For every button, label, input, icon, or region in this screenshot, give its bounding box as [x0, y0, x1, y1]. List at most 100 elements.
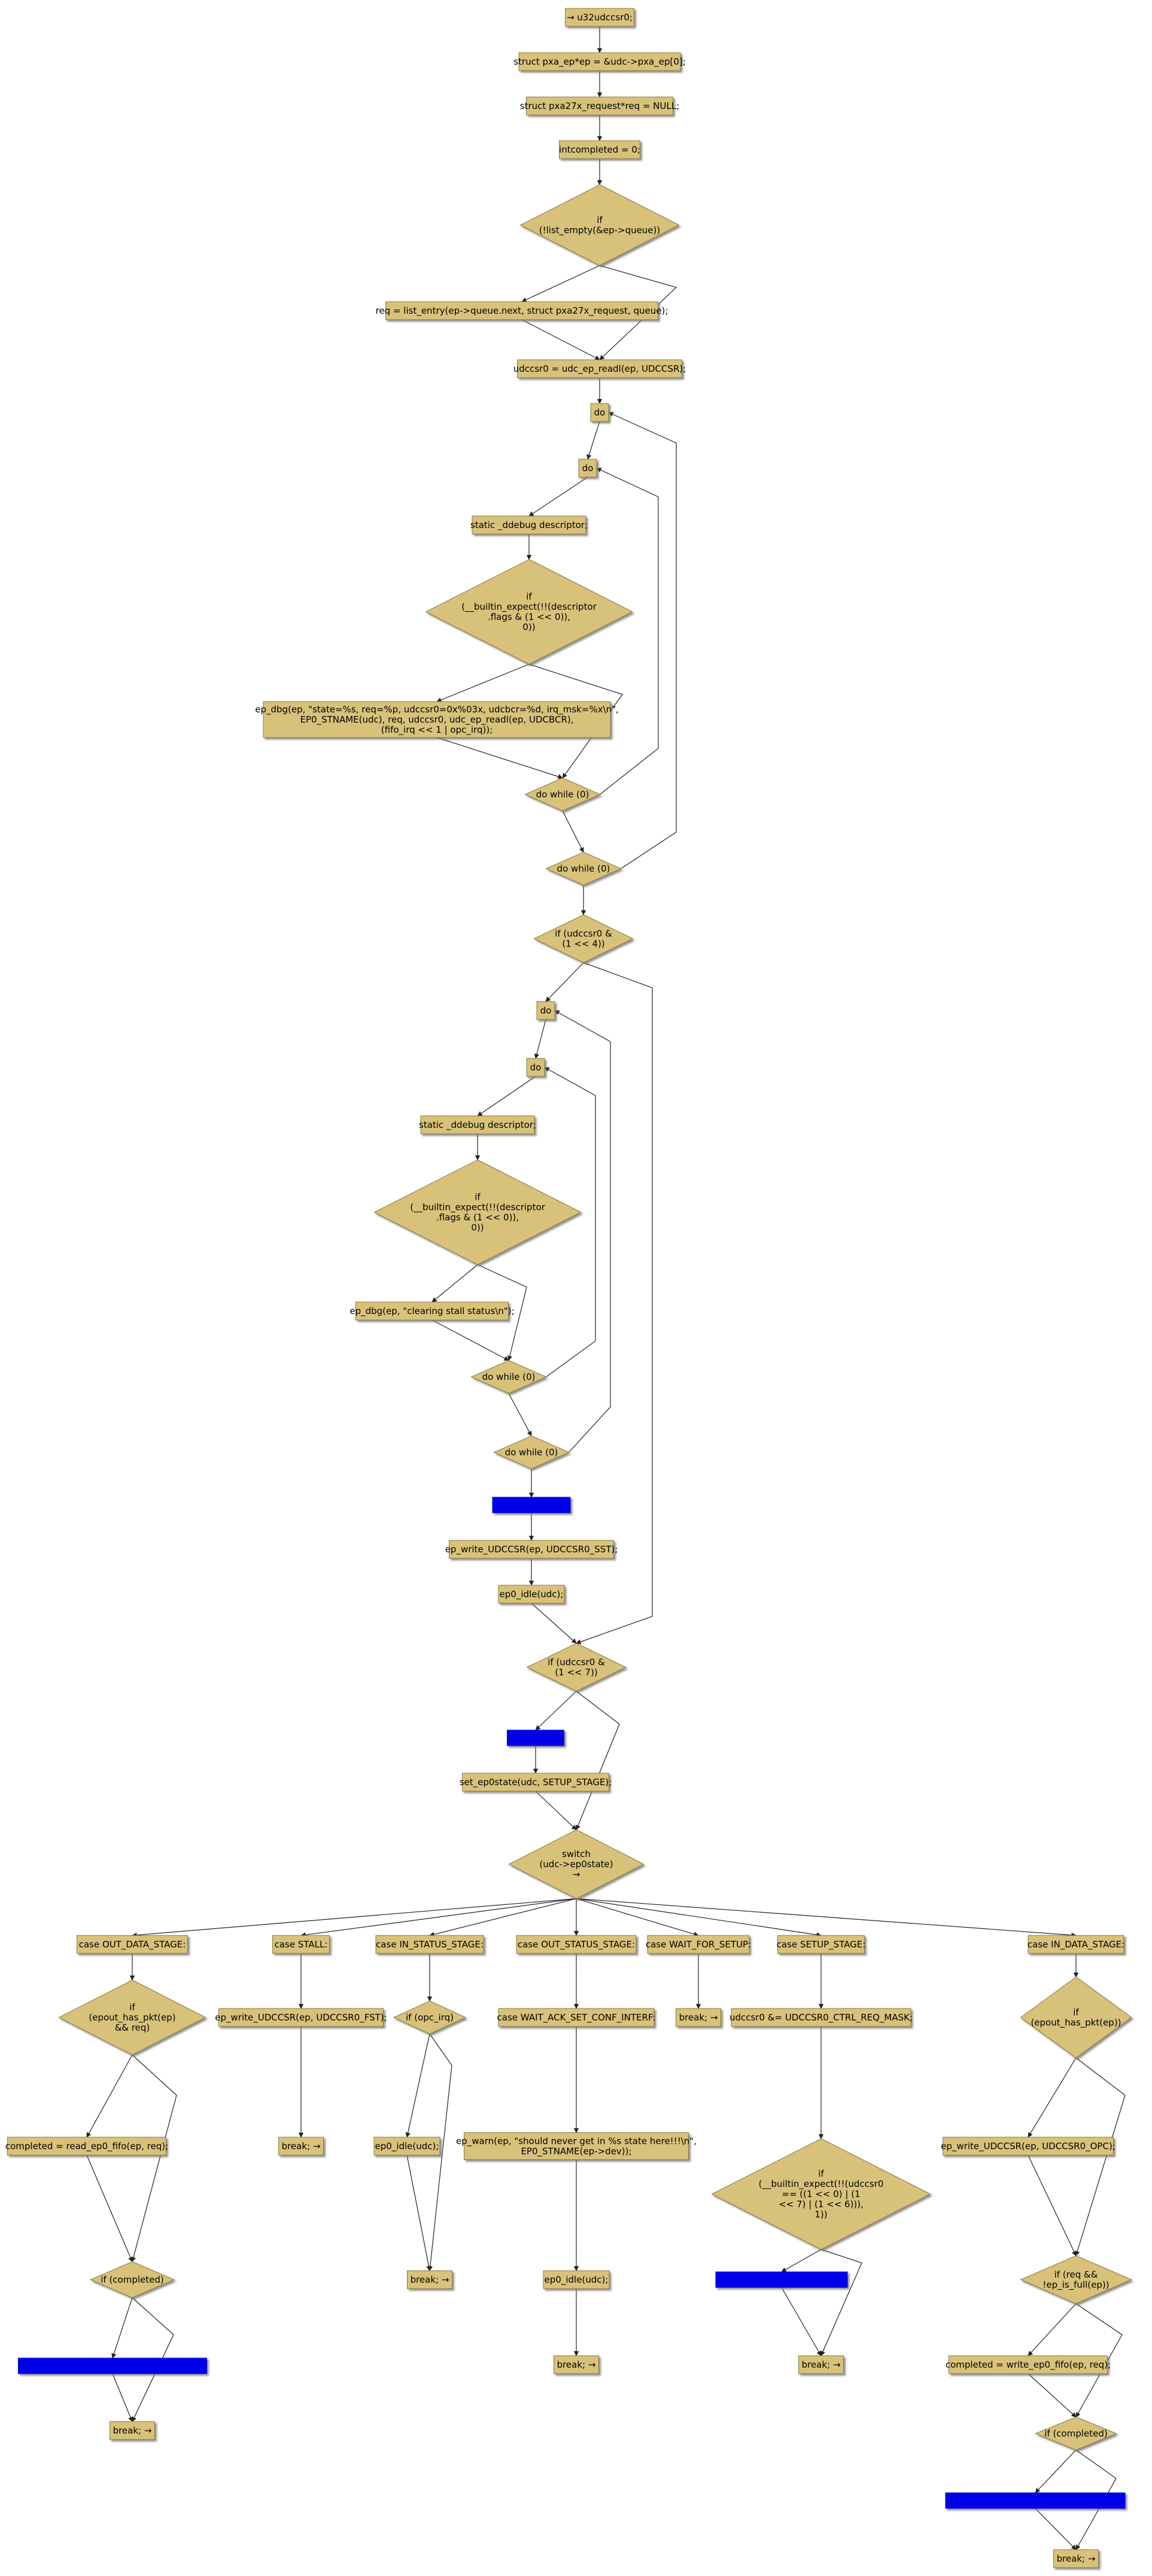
process-shape: [647, 1935, 750, 1954]
node-ep-warn: ep_warn(ep, "should never get in %s stat…: [456, 2132, 697, 2160]
node-label: break; →: [557, 2359, 596, 2370]
edge-if_u7-to-blue2: [535, 1691, 577, 1731]
node-do1: do: [590, 403, 609, 422]
edge-completed_read-to-if_comp1: [86, 2155, 133, 2262]
edge-if_req_full-to-completed_write: [1028, 2303, 1077, 2356]
edge-ep_write_opc-to-if_req_full: [1028, 2155, 1077, 2256]
node-label: case STALL:: [275, 1939, 328, 1950]
node-if-opc: if (opc_irq): [393, 2000, 467, 2035]
node-req: struct pxa27x_request*req = NULL;: [520, 96, 680, 116]
edge-if_empty-to-list_entry: [521, 265, 600, 302]
node-if-builtin3: if(__builtin_expect(!!(udccsr0== ((1 << …: [711, 2138, 931, 2250]
node-label: break; →: [802, 2359, 841, 2370]
process-shape: [218, 2008, 384, 2027]
node-if-epin: if(epout_has_pkt(ep)): [1020, 1976, 1132, 2059]
node-label: →: [573, 1869, 580, 1880]
node-ep0-idle2: ep0_idle(udc);: [373, 2137, 440, 2156]
node-label: case OUT_STATUS_STAGE:: [518, 1939, 635, 1950]
node-label: << 7) | (1 << 6))),: [779, 2199, 864, 2210]
edge-do4-to-static2: [477, 1076, 536, 1116]
node-label: ep_write_UDCCSR(ep, UDCCSR0_OPC);: [941, 2141, 1115, 2152]
edge-switch-to-case_in_status: [429, 1898, 577, 1937]
process-shape: [543, 2270, 610, 2289]
node-list-entry: req = list_entry(ep->queue.next, struct …: [376, 301, 668, 320]
node-dowhile1: do while (0): [524, 777, 601, 812]
node-label: struct pxa27x_request*req = NULL;: [520, 101, 680, 112]
node-blue5: [945, 2492, 1126, 2509]
edge-if_comp1-to-break1: [132, 2297, 174, 2422]
node-label: (1 << 4)): [562, 939, 604, 949]
process-shape: [526, 96, 673, 116]
node-label: 0)): [522, 622, 535, 633]
node-dowhile3: do while (0): [470, 1360, 547, 1394]
node-label: break; →: [282, 2141, 321, 2152]
node-label: do: [594, 407, 606, 418]
node-break5: break; →: [676, 2008, 721, 2027]
edge-if_opc-to-break3: [427, 2034, 452, 2271]
node-label: case SETUP_STAGE:: [777, 1939, 866, 1950]
process-shape: [1028, 1935, 1124, 1954]
node-ep-write-sst: ep_write_UDCCSR(ep, UDCCSR0_SST);: [445, 1540, 618, 1559]
node-label: do: [530, 1062, 542, 1073]
node-label: break; →: [411, 2274, 449, 2285]
node-static2: static _ddebug descriptor;: [419, 1115, 536, 1134]
decision-shape: [524, 777, 601, 812]
process-shape: [590, 403, 609, 422]
edge-blue3-to-break1: [112, 2373, 133, 2422]
edge-list_entry-to-udccsr_read: [521, 319, 600, 360]
decision-shape: [711, 2138, 931, 2250]
edge-switch-to-case_in_data: [576, 1898, 1077, 1938]
node-break3: break; →: [407, 2270, 452, 2289]
process-shape: [263, 701, 611, 738]
edge-ep0_idle1-to-if_u7: [531, 1603, 577, 1644]
node-label: do: [582, 463, 594, 474]
edge-if_epin-to-ep_write_opc: [1028, 2058, 1077, 2138]
node-label: ep0_idle(udc);: [375, 2141, 439, 2152]
node-label: (!list_empty(&ep->queue)): [539, 225, 661, 236]
node-label: (epout_has_pkt(ep): [89, 2012, 175, 2023]
node-if-builtin2: if(__builtin_expect(!!(descriptor.flags …: [373, 1159, 582, 1266]
node-label: if (completed): [1044, 2428, 1108, 2439]
node-label: do while (0): [536, 789, 589, 800]
edge-do2-to-static1: [528, 477, 588, 517]
node-label: ep_write_UDCCSR(ep, UDCCSR0_SST);: [445, 1544, 618, 1555]
node-label: if: [597, 215, 603, 226]
edge-completed_write-to-if_comp2: [1028, 2373, 1077, 2418]
node-break7: break; →: [1053, 2549, 1099, 2568]
node-blue2: [507, 1730, 564, 1746]
edge-dowhile2-to-do1: [608, 412, 677, 869]
node-label: if: [475, 1192, 481, 1203]
decision-shape: [493, 1435, 570, 1470]
node-if-u7: if (udccsr0 &(1 << 7)): [526, 1643, 627, 1692]
node-label: EP0_STNAME(udc), req, udccsr0, udc_ep_re…: [300, 714, 573, 726]
process-shape: [536, 1001, 555, 1020]
highlight-box: [715, 2271, 848, 2288]
node-label: set_ep0state(udc, SETUP_STAGE);: [460, 1777, 612, 1788]
node-do2: do: [578, 459, 597, 478]
process-shape: [420, 1115, 535, 1134]
decision-shape: [545, 851, 622, 886]
node-switch: switch(udc->ep0state)→: [508, 1829, 645, 1900]
edge-if_u4-to-if_u7: [576, 962, 653, 1644]
process-shape: [375, 1935, 484, 1954]
edge-if_builtin2-to-dowhile3: [477, 1264, 527, 1361]
process-shape: [943, 2137, 1114, 2156]
node-label: completed = read_ep0_fifo(ep, req);: [5, 2141, 168, 2152]
node-label: if (completed): [101, 2274, 164, 2285]
decision-shape: [519, 184, 680, 266]
node-label: ep0_idle(udc);: [545, 2274, 609, 2286]
process-shape: [385, 301, 658, 320]
node-case-stall: case STALL:: [272, 1935, 330, 1954]
process-shape: [355, 1301, 509, 1321]
node-dowhile2: do while (0): [545, 851, 622, 886]
node-label: if: [129, 2002, 135, 2013]
process-shape: [676, 2008, 721, 2027]
edge-if_builtin3-to-break6: [820, 2249, 862, 2356]
node-break2: break; →: [278, 2137, 324, 2156]
process-shape: [449, 1540, 614, 1559]
node-label: !ep_is_full(ep)): [1042, 2280, 1109, 2291]
process-shape: [272, 1935, 330, 1954]
node-label: ep_warn(ep, "should never get in %s stat…: [456, 2136, 697, 2147]
node-label: udccsr0 &= UDCCSR0_CTRL_REQ_MASK;: [730, 2012, 913, 2023]
